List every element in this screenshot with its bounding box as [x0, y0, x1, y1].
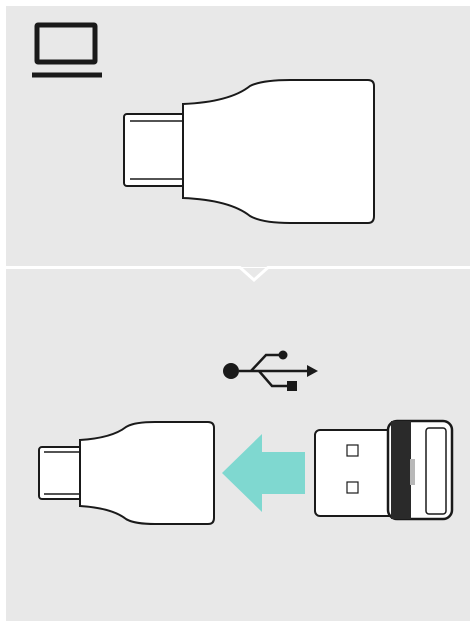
usb-dongle-icon — [315, 421, 452, 519]
